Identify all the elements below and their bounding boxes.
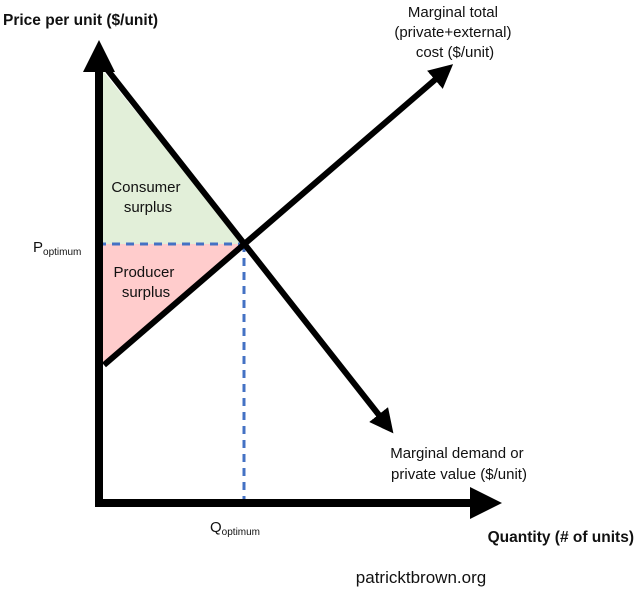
demand-curve-label: Marginal demand or private value ($/unit… bbox=[390, 445, 528, 483]
supply-curve-label: Marginal total (private+external) cost (… bbox=[394, 4, 515, 61]
supply-curve bbox=[102, 64, 454, 368]
consumer-surplus-label: Consumer surplus bbox=[111, 179, 184, 216]
demand-curve bbox=[103, 66, 394, 434]
x-axis-title: Quantity (# of units) bbox=[488, 529, 634, 546]
p-optimum-label: Poptimum bbox=[33, 239, 81, 258]
credit-text: patricktbrown.org bbox=[356, 568, 486, 587]
q-optimum-label: Qoptimum bbox=[210, 519, 260, 538]
producer-surplus-label: Producer surplus bbox=[113, 264, 178, 301]
y-axis-title: Price per unit ($/unit) bbox=[3, 12, 158, 29]
